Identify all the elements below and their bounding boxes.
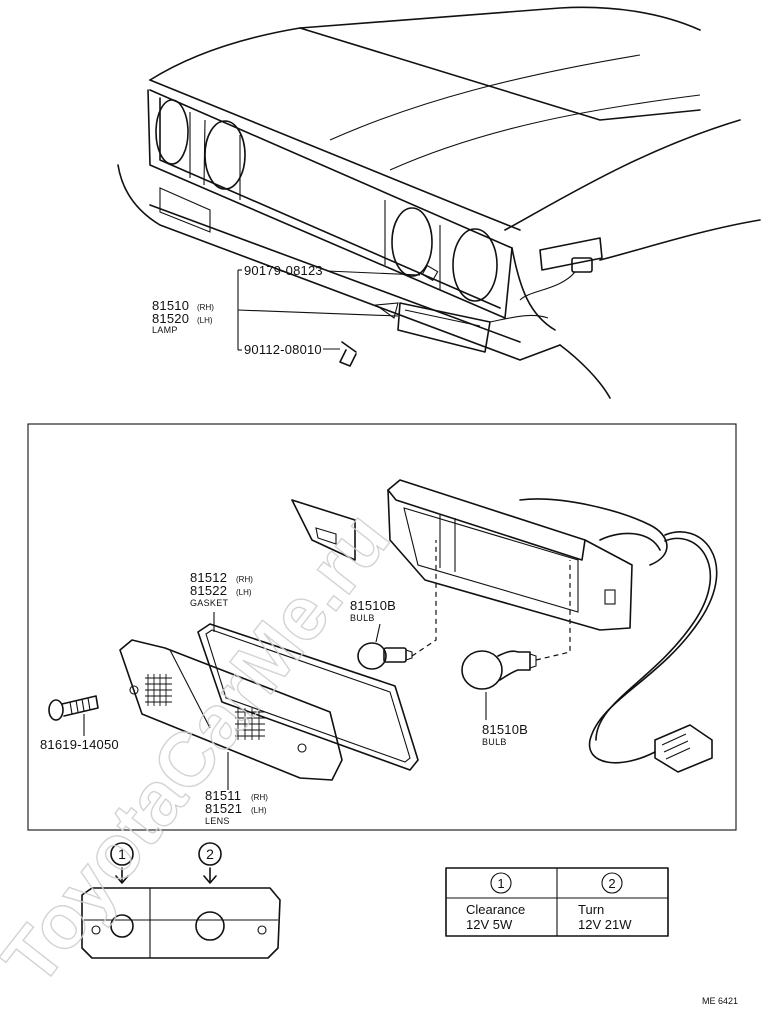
label-gasket-lh-no: 81522 <box>190 583 227 598</box>
figure-code: ME 6421 <box>702 996 738 1006</box>
table-cell-turn-rating: 12V 21W <box>578 917 632 932</box>
label-screw-lower: 90112-08010 <box>244 342 322 357</box>
label-bulb-large-name: BULB <box>482 737 507 747</box>
label-lamp-lh-no: 81520 <box>152 311 189 326</box>
large-bulb <box>461 650 537 690</box>
label-lens-name: LENS <box>205 816 230 826</box>
label-bulb-small-name: BULB <box>350 613 375 623</box>
lamp-housing <box>291 479 718 773</box>
table-cell-clearance-rating: 12V 5W <box>466 917 513 932</box>
small-bulb <box>357 642 413 670</box>
lens <box>119 639 343 781</box>
label-lamp-name: LAMP <box>152 325 178 335</box>
gasket <box>197 623 419 771</box>
top-view-labels: 90179-08123 81510 (RH) 81520 (LH) LAMP 9… <box>152 263 323 357</box>
callout-two: 2 <box>198 842 222 884</box>
label-lamp-lh-side: (LH) <box>197 316 213 325</box>
callout-one-number: 1 <box>118 846 126 862</box>
bulb-spec-table: 1 2 Clearance 12V 5W Turn 12V 21W <box>445 867 669 937</box>
label-lamp-rh-no: 81510 <box>152 298 189 313</box>
label-bulb-large-no: 81510B <box>482 722 528 737</box>
table-cell-clearance: Clearance <box>466 902 525 917</box>
dashed-guides <box>411 540 571 661</box>
label-bulb-small-no: 81510B <box>350 598 396 613</box>
label-lens-lh-no: 81521 <box>205 801 242 816</box>
label-lens-lh-side: (LH) <box>251 806 267 815</box>
table-cell-turn: Turn <box>578 902 604 917</box>
exploded-view-frame <box>27 423 737 831</box>
lens-front-view <box>81 887 281 959</box>
exploded-labels: 81512 (RH) 81522 (LH) GASKET 81510B BULB… <box>40 570 528 826</box>
car-front-illustration <box>117 6 761 399</box>
top-view-leaders <box>237 269 421 351</box>
table-header-two: 2 <box>608 876 615 891</box>
screw <box>48 695 99 721</box>
label-lens-rh-side: (RH) <box>251 793 268 802</box>
table-header-one: 1 <box>497 876 504 891</box>
exploded-leaders <box>83 612 487 790</box>
label-lamp-rh-side: (RH) <box>197 303 214 312</box>
label-gasket-name: GASKET <box>190 598 229 608</box>
label-gasket-rh-no: 81512 <box>190 570 227 585</box>
label-gasket-rh-side: (RH) <box>236 575 253 584</box>
callout-two-number: 2 <box>206 846 214 862</box>
label-gasket-lh-side: (LH) <box>236 588 252 597</box>
label-screw-upper: 90179-08123 <box>244 263 323 278</box>
callout-one: 1 <box>110 842 134 884</box>
label-screw-no: 81619-14050 <box>40 737 119 752</box>
label-lens-rh-no: 81511 <box>205 788 241 803</box>
